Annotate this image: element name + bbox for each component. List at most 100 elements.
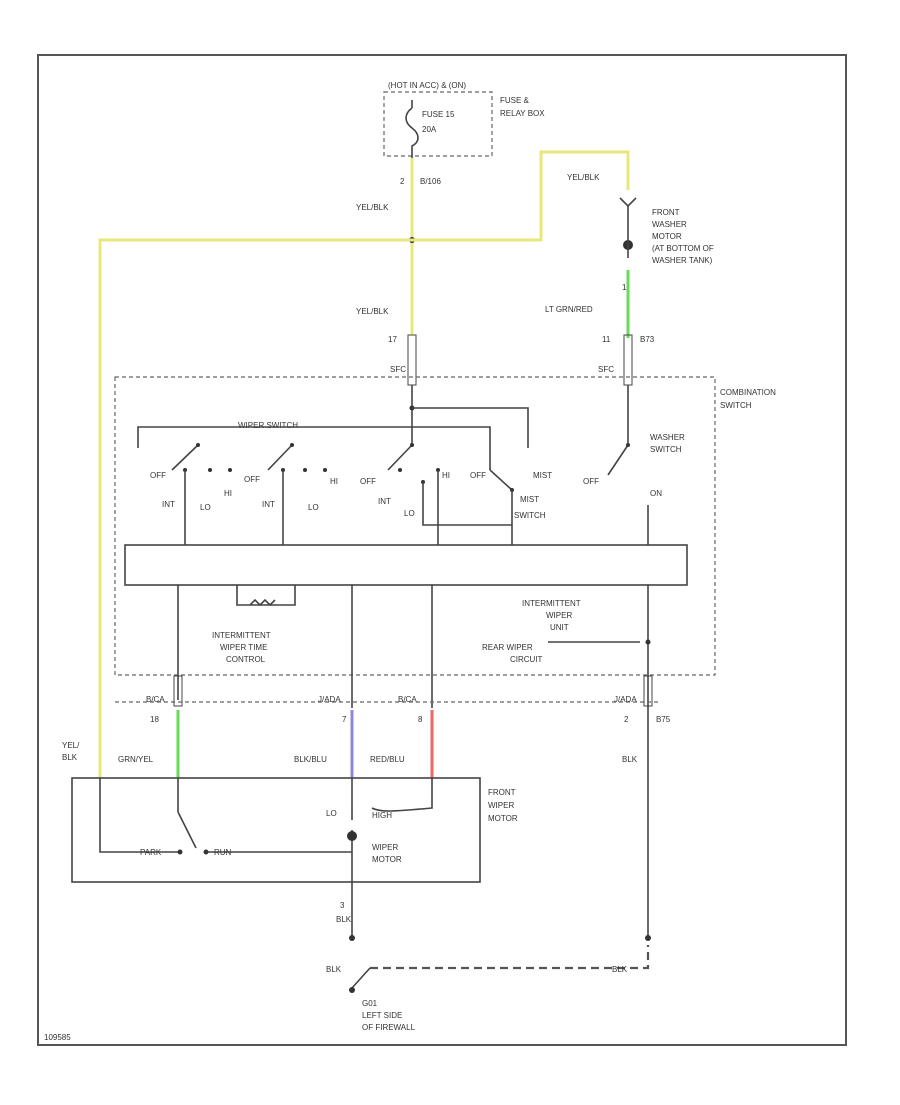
- washer-conn: [619, 197, 637, 222]
- wiper-switch-contacts: [171, 443, 630, 492]
- conn-sfc-1: SFC: [390, 365, 406, 374]
- splice-rear: [645, 639, 651, 645]
- front-wiper-motor-2: WIPER: [488, 801, 514, 810]
- hot-label: (HOT IN ACC) & (ON): [388, 81, 466, 90]
- int-1: INT: [162, 500, 175, 509]
- front-washer-motor-2: WASHER: [652, 220, 687, 229]
- intermittent-wiper-block: [124, 544, 688, 586]
- hi-3: HI: [442, 471, 450, 480]
- pin-2: 2: [624, 715, 629, 724]
- int-wiper-time-2: WIPER TIME: [220, 643, 267, 652]
- diagram-border: [37, 54, 847, 1046]
- wiper-motor-2: MOTOR: [372, 855, 402, 864]
- grn-yel-label: GRN/YEL: [118, 755, 154, 764]
- int-wiper-time-1: INTERMITTENT: [212, 631, 271, 640]
- front-washer-motor-3: MOTOR: [652, 232, 682, 241]
- front-wiper-motor-1: FRONT: [488, 788, 516, 797]
- conn-blk-a: [173, 675, 183, 707]
- blk-label-1: BLK: [622, 755, 638, 764]
- park-label: PARK: [140, 848, 162, 857]
- mist-switch-1: MIST: [520, 495, 539, 504]
- fuse-symbol: [405, 100, 419, 158]
- off-3: OFF: [360, 477, 376, 486]
- washer-switch-1: WASHER: [650, 433, 685, 442]
- int-3: INT: [378, 497, 391, 506]
- front-wiper-motor-3: MOTOR: [488, 814, 518, 823]
- wire-yel-washer: [412, 150, 630, 242]
- splice-gnd-left: [349, 935, 355, 941]
- conn-b75: B75: [656, 715, 671, 724]
- hi-1: HI: [224, 489, 232, 498]
- int-2: INT: [262, 500, 275, 509]
- blk-label-2: BLK: [336, 915, 352, 924]
- run-label: RUN: [214, 848, 232, 857]
- washer-switch-2: SWITCH: [650, 445, 682, 454]
- ground-dashed-wire: [370, 945, 650, 970]
- wire-mist-supply: [412, 407, 529, 448]
- front-washer-motor-4: (AT BOTTOM OF: [652, 244, 714, 253]
- yel-blk-label-3: YEL/BLK: [356, 307, 389, 316]
- ground-g01: G01: [362, 999, 378, 1008]
- int-wiper-unit-2: WIPER: [546, 611, 572, 620]
- front-washer-motor-5: WASHER TANK): [652, 256, 713, 265]
- ground-bend: [351, 967, 371, 989]
- pin-1: 1: [622, 283, 627, 292]
- ground-point: [349, 987, 355, 993]
- conn-top-id: B/106: [420, 177, 441, 186]
- conn-b73: B73: [640, 335, 655, 344]
- rear-wiper-circuit-1: REAR WIPER: [482, 643, 533, 652]
- front-washer-motor-1: FRONT: [652, 208, 680, 217]
- splice-gnd-right: [645, 935, 651, 941]
- red-blu-label: RED/BLU: [370, 755, 405, 764]
- lo-1: LO: [200, 503, 211, 512]
- yel-blk-label-2: YEL/BLK: [567, 173, 600, 182]
- relay-box-label: RELAY BOX: [500, 109, 545, 118]
- wiper-switch-label: WIPER SWITCH: [238, 421, 298, 430]
- high-motor-label: HIGH: [372, 811, 392, 820]
- pin-11: 11: [602, 335, 611, 344]
- off-4: OFF: [470, 471, 486, 480]
- ground-loc-2: OF FIREWALL: [362, 1023, 416, 1032]
- combination-switch-2: SWITCH: [720, 401, 752, 410]
- blk-blu-label: BLK/BLU: [294, 755, 327, 764]
- lt-grn-red-label: LT GRN/RED: [545, 305, 593, 314]
- fuse-amps: 20A: [422, 125, 437, 134]
- wiper-motor-1: WIPER: [372, 843, 398, 852]
- lo-3: LO: [404, 509, 415, 518]
- combination-switch-1: COMBINATION: [720, 388, 776, 397]
- pin-7: 7: [342, 715, 347, 724]
- mist-switch-2: SWITCH: [514, 511, 546, 520]
- lo-2: LO: [308, 503, 319, 512]
- off-5: OFF: [583, 477, 599, 486]
- fuse-box-label: FUSE &: [500, 96, 530, 105]
- off-1: OFF: [150, 471, 166, 480]
- int-wiper-unit-1: INTERMITTENT: [522, 599, 581, 608]
- combination-switch-box: [114, 376, 716, 676]
- mist-label: MIST: [533, 471, 552, 480]
- int-wiper-time-3: CONTROL: [226, 655, 266, 664]
- wire-yel-left: [98, 238, 412, 778]
- yel-blk-label-1: YEL/BLK: [356, 203, 389, 212]
- blk-label-3: BLK: [326, 965, 342, 974]
- conn-blk-d: [643, 675, 653, 707]
- wiper-switch-bar: [137, 426, 491, 470]
- blk-dashed-label: BLK: [612, 965, 628, 974]
- conn-b-1: B/CA: [146, 695, 165, 704]
- ground-loc-1: LEFT SIDE: [362, 1011, 402, 1020]
- int-wiper-unit-3: UNIT: [550, 623, 569, 632]
- conn-b-4: J/ADA: [614, 695, 637, 704]
- fuse-label: FUSE 15: [422, 110, 455, 119]
- pin-3: 3: [340, 901, 345, 910]
- off-2: OFF: [244, 475, 260, 484]
- switch-outputs: [184, 385, 649, 545]
- motor-internal-wiring: [99, 778, 433, 890]
- yel-blk-left-1: YEL/: [62, 741, 80, 750]
- fuse-relay-box: [383, 91, 493, 157]
- front-wiper-motor-box: [71, 777, 481, 883]
- hi-2: HI: [330, 477, 338, 486]
- conn-top-pin: 2: [400, 177, 405, 186]
- pin-17: 17: [388, 335, 397, 344]
- on-label: ON: [650, 489, 662, 498]
- time-control-resistor: [236, 585, 296, 607]
